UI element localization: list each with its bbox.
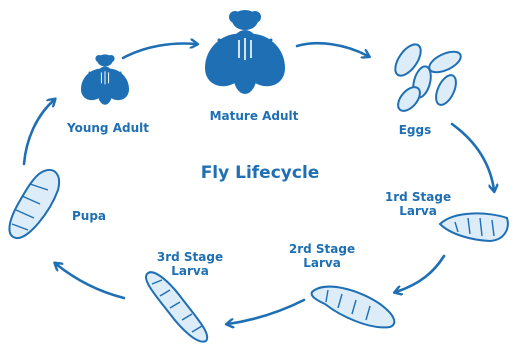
- eggs-icon: [390, 40, 463, 115]
- label-larva-2: 2rd Stage Larva: [282, 242, 362, 270]
- pupa-icon: [9, 170, 59, 238]
- label-larva-1-line1: 1rd Stage: [378, 190, 458, 204]
- arrow-larva1-to-larva2: [396, 256, 444, 292]
- label-larva-3-line1: 3rd Stage: [150, 250, 230, 264]
- young-adult-fly-icon: [81, 54, 129, 104]
- diagram-title: Fly Lifecycle: [190, 163, 330, 183]
- label-mature-adult: Mature Adult: [204, 109, 304, 123]
- label-young-adult: Young Adult: [64, 121, 152, 135]
- arrow-pupa-to-young: [24, 100, 54, 164]
- label-larva-2-line2: Larva: [282, 256, 362, 270]
- label-larva-1: 1rd Stage Larva: [378, 190, 458, 218]
- arrow-larva2-to-larva3: [228, 300, 304, 324]
- label-eggs: Eggs: [390, 123, 440, 137]
- larva-3-icon: [146, 272, 207, 341]
- arrow-eggs-to-larva1: [452, 124, 494, 190]
- label-pupa: Pupa: [64, 209, 114, 223]
- arrow-young-to-mature: [123, 44, 196, 58]
- label-larva-3: 3rd Stage Larva: [150, 250, 230, 278]
- label-larva-2-line1: 2rd Stage: [282, 242, 362, 256]
- arrow-larva3-to-pupa: [56, 264, 124, 298]
- label-larva-1-line2: Larva: [378, 204, 458, 218]
- mature-adult-fly-icon: [205, 10, 285, 94]
- larva-2-icon: [312, 287, 395, 328]
- label-larva-3-line2: Larva: [150, 264, 230, 278]
- arrow-mature-to-eggs: [297, 43, 368, 56]
